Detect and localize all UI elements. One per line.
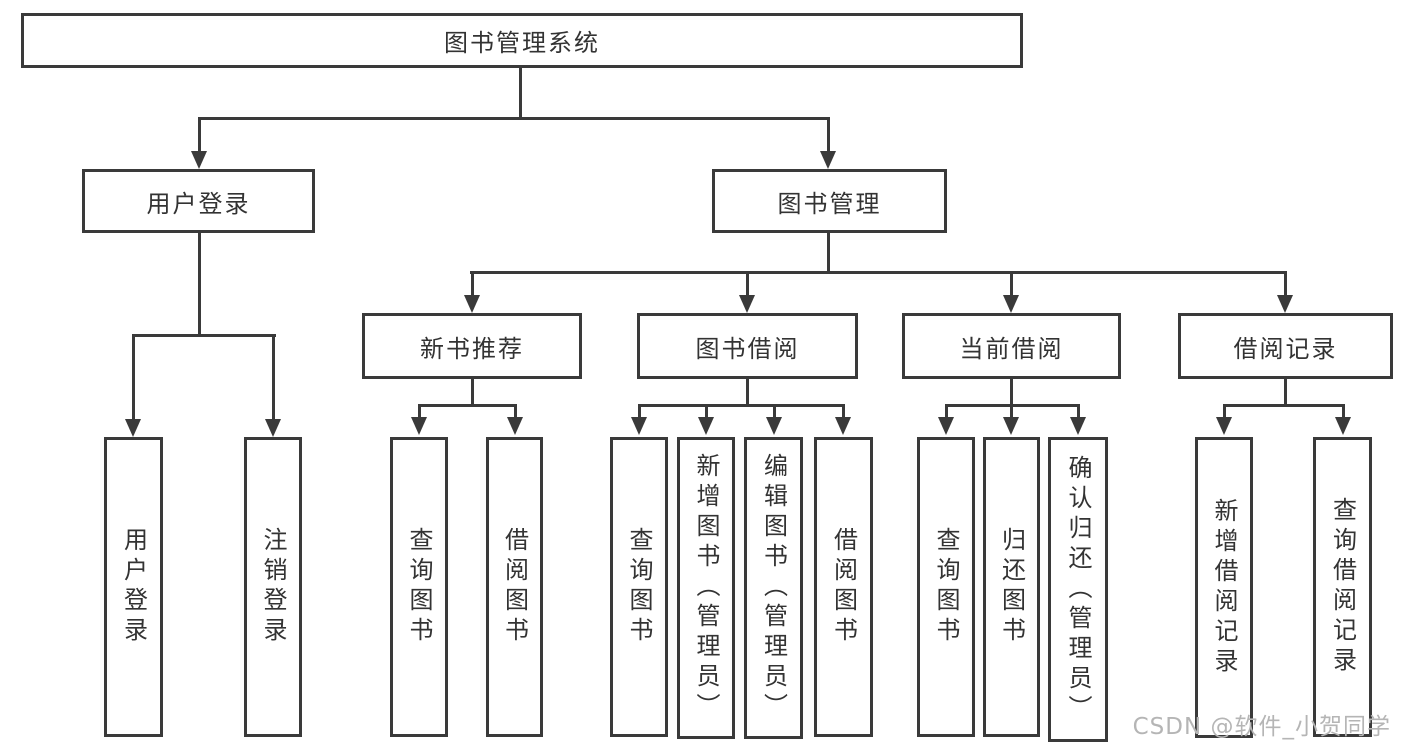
- node-library-system-label: 图书管理系统: [444, 29, 600, 57]
- node-book-mgmt-label: 图书管理: [777, 189, 882, 218]
- arrowhead-leaf-nb-query: [411, 417, 427, 435]
- arrowhead-leaf-bb-add: [698, 417, 714, 435]
- connector-to-leaf-cb-query: [945, 404, 948, 417]
- node-borrow-record: 借阅记录: [1178, 313, 1393, 379]
- connector-borrow-record-stem: [1284, 379, 1287, 407]
- node-current-borrow-label: 当前借阅: [959, 334, 1064, 363]
- leaf-currentborrow-confirm-label: 确认归还（管理员）: [1064, 454, 1092, 725]
- arrowhead-leaf-bb-edit: [766, 417, 782, 435]
- connector-to-leaf-bb-query: [638, 404, 641, 417]
- leaf-bookborrow-query-label: 查询图书: [625, 527, 653, 647]
- leaf-bookborrow-add: 新增图书（管理员）: [677, 437, 735, 739]
- connector-to-leaf-br-add: [1223, 404, 1226, 417]
- leaf-user-login: 用户登录: [104, 437, 163, 737]
- connector-to-leaf-br-query: [1342, 404, 1345, 417]
- leaf-newbook-borrow: 借阅图书: [486, 437, 543, 737]
- arrowhead-leaf-user-login: [125, 419, 141, 437]
- node-current-borrow: 当前借阅: [902, 313, 1121, 379]
- connector-to-leaf-nb-borrow: [514, 404, 517, 417]
- arrowhead-borrow-record: [1277, 295, 1293, 313]
- connector-to-leaf-user-login: [132, 334, 135, 419]
- arrowhead-new-book: [464, 295, 480, 313]
- leaf-record-query: 查询借阅记录: [1313, 437, 1372, 737]
- connector-user-login-split: [132, 334, 276, 337]
- leaf-bookborrow-borrow: 借阅图书: [814, 437, 873, 737]
- connector-root-stem: [519, 68, 522, 120]
- leaf-logout-label: 注销登录: [259, 527, 287, 647]
- leaf-record-add-label: 新增借阅记录: [1210, 497, 1238, 678]
- leaf-currentborrow-query: 查询图书: [917, 437, 975, 737]
- arrowhead-leaf-br-add: [1216, 417, 1232, 435]
- leaf-currentborrow-return-label: 归还图书: [997, 527, 1026, 647]
- connector-l2-horizontal: [470, 271, 1286, 274]
- connector-to-book-mgmt: [827, 117, 830, 153]
- leaf-newbook-borrow-label: 借阅图书: [500, 527, 529, 647]
- leaf-newbook-query-label: 查询图书: [405, 527, 433, 647]
- leaf-user-login-label: 用户登录: [119, 527, 148, 647]
- node-user-login: 用户登录: [82, 169, 315, 233]
- leaf-record-add: 新增借阅记录: [1195, 437, 1253, 738]
- connector-book-borrow-split: [638, 404, 844, 407]
- node-book-mgmt: 图书管理: [712, 169, 947, 233]
- arrowhead-current-borrow: [1003, 295, 1019, 313]
- leaf-newbook-query: 查询图书: [390, 437, 448, 737]
- connector-to-new-book: [471, 271, 474, 297]
- node-book-borrow-label: 图书借阅: [695, 334, 800, 363]
- leaf-currentborrow-query-label: 查询图书: [932, 527, 960, 647]
- leaf-bookborrow-edit-label: 编辑图书（管理员）: [759, 453, 788, 723]
- node-user-login-label: 用户登录: [146, 189, 251, 218]
- arrowhead-leaf-cb-confirm: [1070, 417, 1086, 435]
- connector-l1-horizontal: [198, 117, 830, 120]
- connector-new-book-split: [418, 404, 517, 407]
- arrowhead-leaf-nb-borrow: [507, 417, 523, 435]
- leaf-bookborrow-edit: 编辑图书（管理员）: [744, 437, 803, 739]
- arrowhead-leaf-bb-borrow: [835, 417, 851, 435]
- leaf-logout: 注销登录: [244, 437, 302, 737]
- connector-to-borrow-record: [1284, 271, 1287, 297]
- arrowhead-book-borrow: [739, 295, 755, 313]
- csdn-watermark: CSDN @软件_小贺同学: [1132, 714, 1391, 740]
- node-library-system: 图书管理系统: [21, 13, 1023, 68]
- connector-to-leaf-bb-add: [705, 404, 708, 417]
- connector-user-login-stem: [198, 233, 201, 336]
- connector-borrow-record-split: [1223, 404, 1344, 407]
- connector-to-leaf-nb-query: [418, 404, 421, 417]
- connector-book-mgmt-stem: [827, 233, 830, 273]
- node-new-book: 新书推荐: [362, 313, 582, 379]
- connector-book-borrow-stem: [746, 379, 749, 407]
- node-book-borrow: 图书借阅: [637, 313, 858, 379]
- arrowhead-leaf-cb-return: [1003, 417, 1019, 435]
- arrowhead-book-mgmt: [820, 151, 836, 169]
- connector-to-leaf-cb-confirm: [1077, 404, 1080, 417]
- leaf-record-query-label: 查询借阅记录: [1328, 497, 1357, 677]
- arrowhead-user-login: [191, 151, 207, 169]
- node-new-book-label: 新书推荐: [420, 334, 524, 363]
- node-borrow-record-label: 借阅记录: [1233, 334, 1338, 363]
- connector-to-leaf-cb-return: [1010, 404, 1013, 417]
- connector-to-leaf-logout: [272, 334, 275, 419]
- connector-new-book-stem: [471, 379, 474, 407]
- leaf-currentborrow-return: 归还图书: [983, 437, 1040, 737]
- arrowhead-leaf-br-query: [1335, 417, 1351, 435]
- leaf-bookborrow-add-label: 新增图书（管理员）: [692, 453, 720, 723]
- connector-current-borrow-stem: [1010, 379, 1013, 407]
- arrowhead-leaf-bb-query: [631, 417, 647, 435]
- leaf-bookborrow-query: 查询图书: [610, 437, 668, 737]
- leaf-currentborrow-confirm: 确认归还（管理员）: [1048, 437, 1108, 742]
- connector-to-leaf-bb-borrow: [842, 404, 845, 417]
- leaf-bookborrow-borrow-label: 借阅图书: [829, 527, 858, 647]
- connector-to-user-login: [198, 117, 201, 153]
- arrowhead-leaf-logout: [265, 419, 281, 437]
- connector-to-current-borrow: [1010, 271, 1013, 297]
- connector-to-book-borrow: [746, 271, 749, 297]
- connector-to-leaf-bb-edit: [773, 404, 776, 417]
- arrowhead-leaf-cb-query: [938, 417, 954, 435]
